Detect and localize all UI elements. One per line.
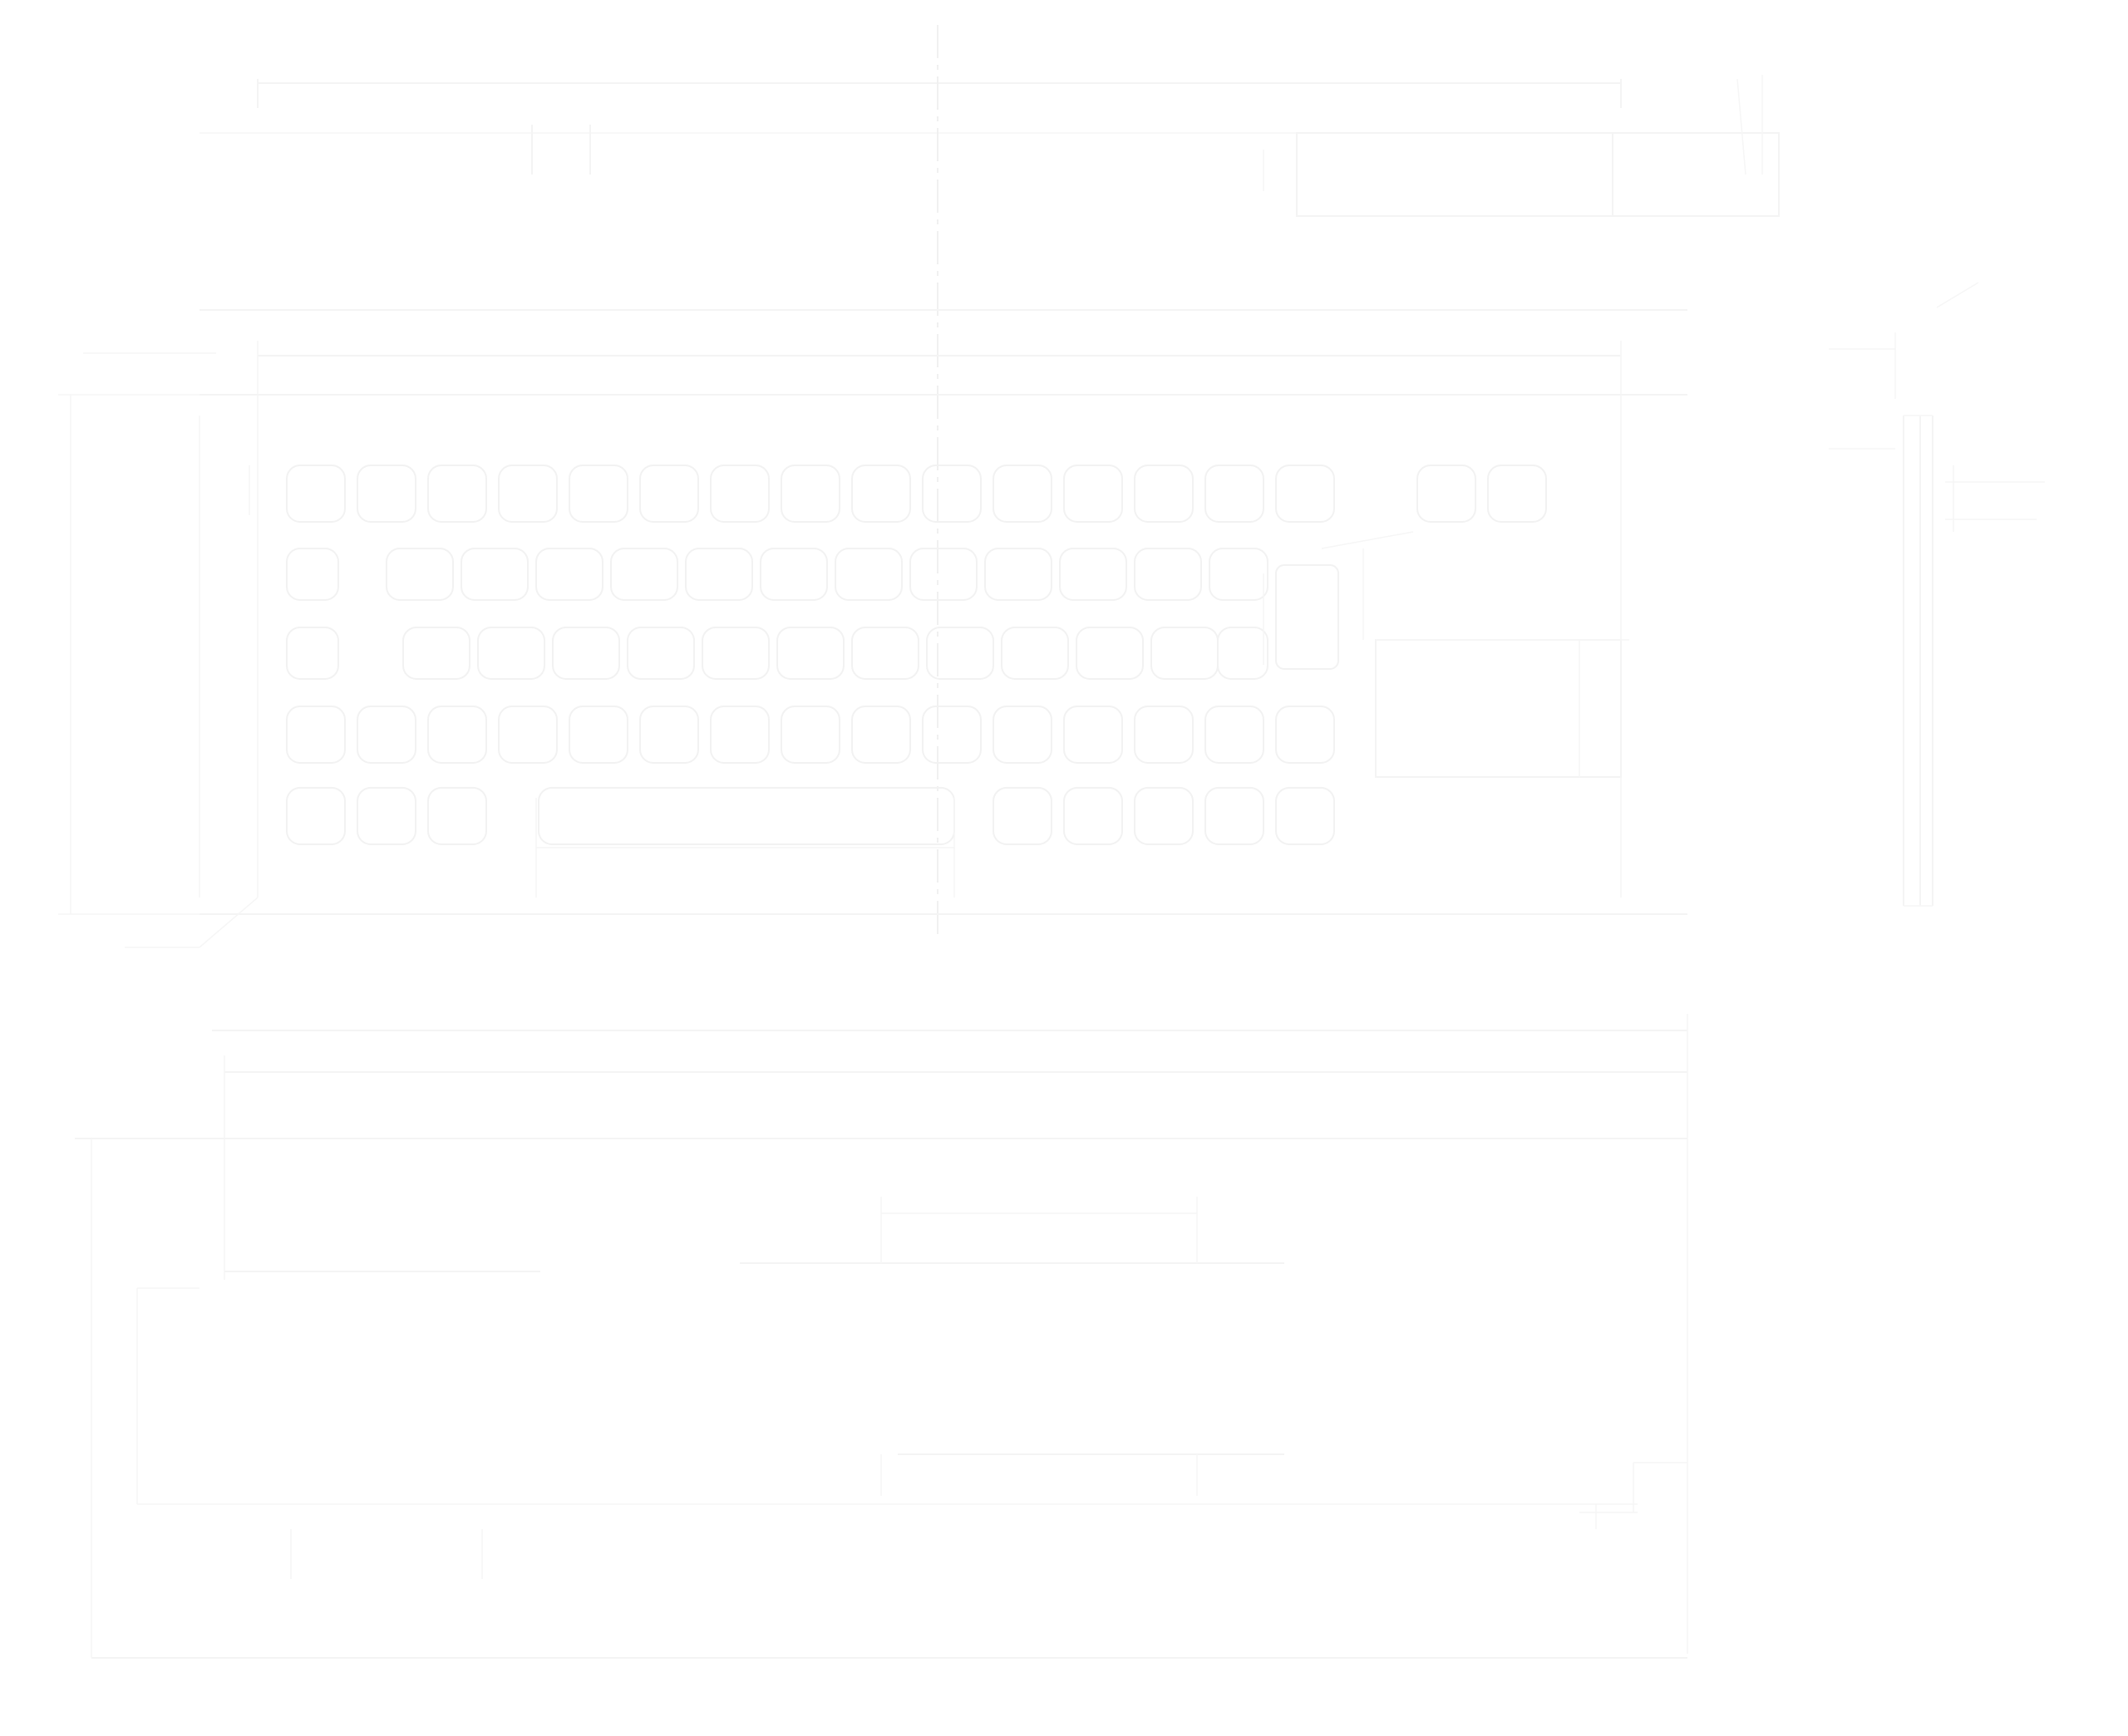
- key: [427, 465, 487, 523]
- bottom-view: [75, 1014, 1688, 1659]
- key: [710, 706, 770, 764]
- front-view: [58, 309, 1687, 948]
- key: [781, 706, 840, 764]
- key: [552, 627, 620, 680]
- key: [427, 787, 487, 845]
- key: [569, 465, 628, 523]
- key: [926, 627, 994, 680]
- key: [851, 627, 919, 680]
- key: [760, 548, 828, 601]
- key: [702, 627, 770, 680]
- key: [993, 465, 1052, 523]
- key: [357, 787, 416, 845]
- key: [909, 548, 978, 601]
- key: [386, 548, 454, 601]
- key: [984, 548, 1052, 601]
- key: [1134, 548, 1202, 601]
- side-view: [1829, 282, 2045, 907]
- key: [286, 787, 346, 845]
- space-bar-key: [538, 787, 955, 845]
- key: [1001, 627, 1069, 680]
- key: [1204, 706, 1264, 764]
- key: [569, 706, 628, 764]
- key: [781, 465, 840, 523]
- key: [1275, 787, 1335, 845]
- key: [498, 706, 558, 764]
- key: [357, 706, 416, 764]
- key: [477, 627, 545, 680]
- key: [710, 465, 770, 523]
- key: [1059, 548, 1127, 601]
- key: [776, 627, 845, 680]
- key: [1204, 465, 1264, 523]
- key: [922, 465, 982, 523]
- key: [1209, 548, 1268, 601]
- key: [427, 706, 487, 764]
- key: [1416, 465, 1476, 523]
- key: [627, 627, 695, 680]
- key: [535, 548, 603, 601]
- key: [993, 787, 1052, 845]
- key: [851, 465, 911, 523]
- key: [357, 465, 416, 523]
- key: [639, 465, 699, 523]
- key: [286, 627, 339, 680]
- key: [1204, 787, 1264, 845]
- key: [1217, 627, 1268, 680]
- key: [1487, 465, 1547, 523]
- key: [1134, 465, 1194, 523]
- key: [835, 548, 903, 601]
- key: [922, 706, 982, 764]
- key: [286, 706, 346, 764]
- key: [685, 548, 753, 601]
- key: [286, 465, 346, 523]
- key: [993, 706, 1052, 764]
- key: [1134, 787, 1194, 845]
- key: [1275, 465, 1335, 523]
- key: [286, 548, 339, 601]
- key: [1063, 465, 1123, 523]
- key: [1063, 706, 1123, 764]
- key: [498, 465, 558, 523]
- key: [1076, 627, 1144, 680]
- key: [402, 627, 470, 680]
- top-view: [200, 75, 1780, 217]
- key: [1150, 627, 1219, 680]
- key: [1275, 706, 1335, 764]
- key: [1063, 787, 1123, 845]
- key-grid: [286, 465, 1547, 845]
- key: [639, 706, 699, 764]
- key: [461, 548, 529, 601]
- key: [1134, 706, 1194, 764]
- key: [851, 706, 911, 764]
- key: [610, 548, 678, 601]
